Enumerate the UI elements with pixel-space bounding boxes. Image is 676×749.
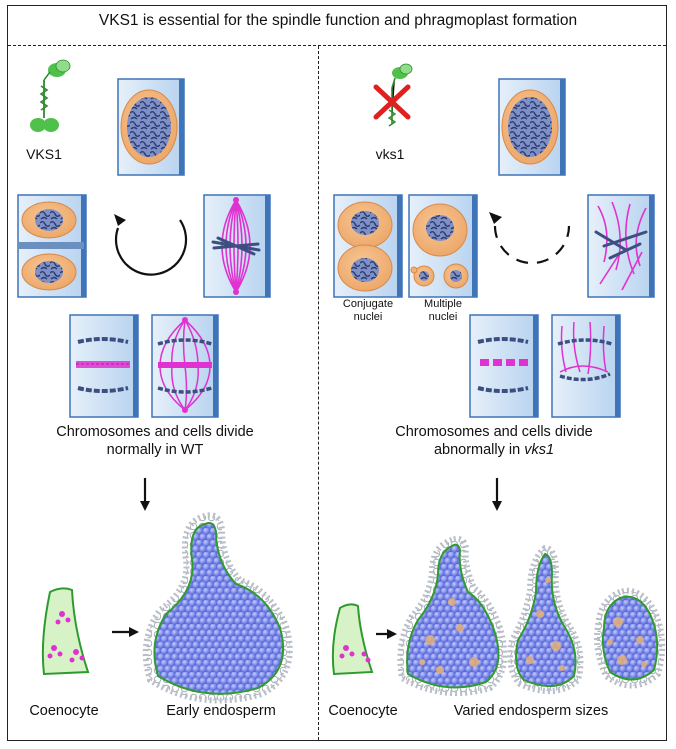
vks1-mutant-label: vks1 xyxy=(375,146,405,162)
conjugate-nuclei-label-line1: Conjugate xyxy=(342,298,394,310)
multiple-nuclei-label-line2: nuclei xyxy=(428,311,458,323)
wt-endosperm-label: Early endosperm xyxy=(166,703,276,719)
multiple-nuclei-cell xyxy=(408,194,478,298)
vks1-caption-line2: abnormally in vks1 xyxy=(356,441,632,459)
wt-caption-line1: Chromosomes and cells divide xyxy=(56,424,254,440)
vks1-defective-spindle-cell xyxy=(587,194,655,298)
wt-coenocyte-label: Coenocyte xyxy=(29,703,99,719)
wt-spindle-cell xyxy=(203,194,271,298)
vks1-lagging-anaphase-cell xyxy=(469,314,539,418)
conjugate-nuclei-label-line2: nuclei xyxy=(353,311,383,323)
multiple-nuclei-label-line1: Multiple xyxy=(424,298,462,310)
wt-daughter-cells xyxy=(17,194,87,298)
vks1-coenocyte xyxy=(331,603,374,676)
vks1-broken-cycle-arrow xyxy=(489,212,571,265)
figure-frame xyxy=(7,5,667,741)
wt-phragmoplast-cell xyxy=(151,314,219,418)
wt-caption-line2: normally in WT xyxy=(106,442,204,458)
vks1-mutant-icon xyxy=(373,63,413,127)
wt-early-endosperm xyxy=(142,512,293,704)
vks1-caption-line1: Chromosomes and cells divide xyxy=(395,424,593,440)
wt-anaphase-cell xyxy=(69,314,139,418)
vks1-interphase-cell xyxy=(498,78,566,176)
wt-coenocyte xyxy=(41,587,90,676)
wt-cycle-arrow xyxy=(114,214,188,276)
vks1-endosperm-label: Varied endosperm sizes xyxy=(453,703,609,719)
vks1-defective-phragmoplast-cell xyxy=(551,314,621,418)
conjugate-nuclei-cell xyxy=(333,194,403,298)
wt-interphase-cell xyxy=(117,78,185,176)
vks1-kinesin-icon xyxy=(30,59,71,132)
panel-divider xyxy=(318,46,319,740)
vks1-protein-label: VKS1 xyxy=(26,146,62,162)
vks1-endosperm-large xyxy=(397,536,508,697)
figure-title: VKS1 is essential for the spindle functi… xyxy=(98,12,578,29)
vks1-caption-prefix: abnormally in xyxy=(433,442,525,458)
title-divider xyxy=(8,45,666,46)
vks1-caption-italic: vks1 xyxy=(524,442,555,458)
vks1-endosperm-small xyxy=(594,587,666,689)
vks1-coenocyte-label: Coenocyte xyxy=(328,703,398,719)
vks1-endosperm-medium xyxy=(507,544,584,695)
